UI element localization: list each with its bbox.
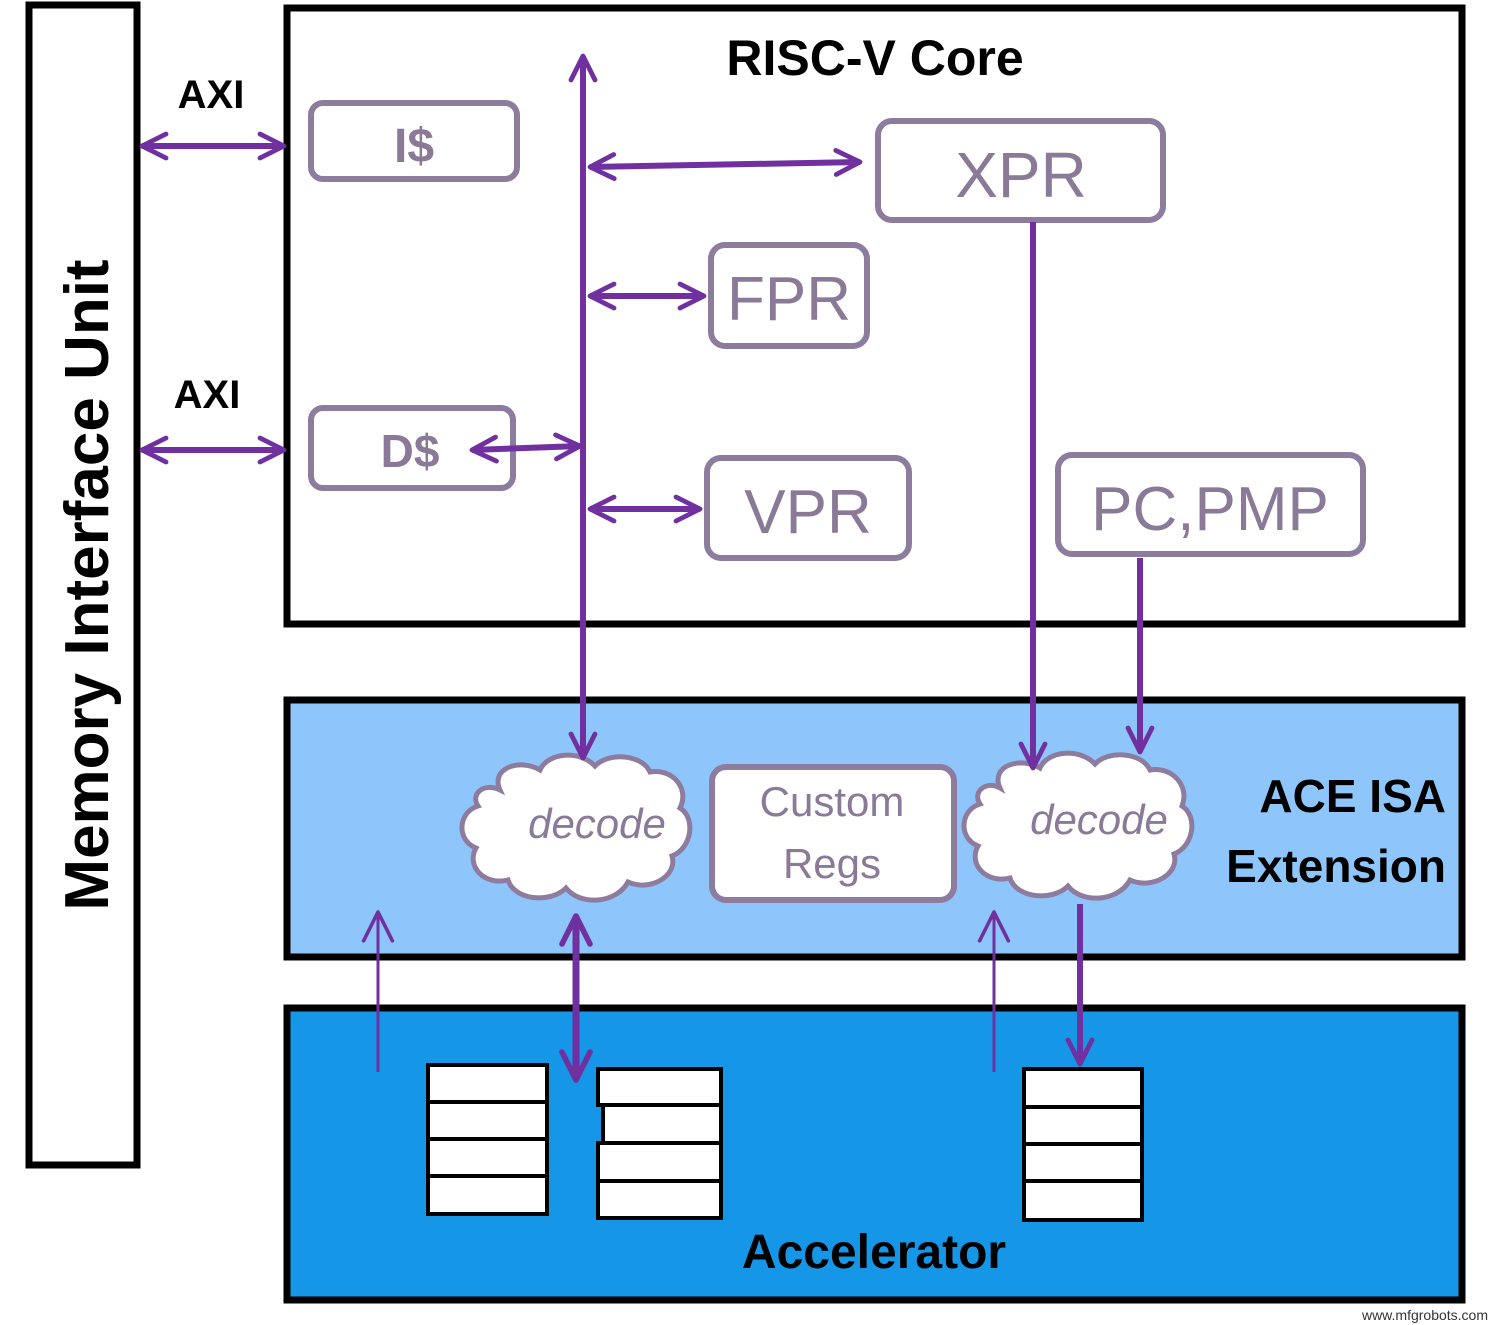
icache-label: I$: [394, 120, 434, 173]
pc-pmp-label: PC,PMP: [1091, 475, 1329, 544]
dcache-box: D$: [308, 405, 516, 491]
custom-regs-line1: Custom: [760, 778, 905, 825]
axi-label-top: AXI: [178, 73, 245, 117]
watermark-text: www.mfgrobots.com: [1361, 1307, 1488, 1323]
icache-box: I$: [308, 100, 520, 182]
ace-isa-extension-block: ACE ISA Extension: [283, 696, 1466, 961]
memory-interface-unit: Memory Interface Unit: [25, 1, 141, 1169]
decode-right-label: decode: [1030, 796, 1168, 843]
memory-interface-unit-label: Memory Interface Unit: [53, 259, 122, 910]
custom-regs-box: Custom Regs: [709, 764, 957, 903]
bus-dcache-arrow: [469, 432, 583, 464]
custom-regs-line2: Regs: [783, 840, 881, 887]
register-stack-2: [596, 1067, 723, 1220]
accelerator-title: Accelerator: [742, 1226, 1006, 1279]
decode-left-label: decode: [528, 800, 666, 847]
dcache-label: D$: [381, 425, 440, 477]
register-stack-1: [426, 1063, 549, 1216]
xpr-box: XPR: [875, 118, 1166, 223]
register-stack-3: [1022, 1067, 1144, 1222]
fpr-label: FPR: [727, 265, 851, 334]
riscv-core-title: RISC-V Core: [726, 30, 1023, 86]
ace-title-line1: ACE ISA: [1259, 770, 1446, 822]
decode-cloud-left: decode: [459, 752, 693, 903]
vpr-label: VPR: [744, 478, 871, 547]
axi-label-bottom: AXI: [174, 373, 241, 417]
ace-title-line2: Extension: [1226, 840, 1446, 892]
vpr-box: VPR: [704, 455, 912, 561]
bus-xpr-arrow: [587, 148, 863, 181]
decode-cloud-right: decode: [961, 750, 1195, 901]
xpr-label: XPR: [955, 139, 1087, 211]
fpr-box: FPR: [708, 242, 870, 349]
pc-pmp-box: PC,PMP: [1055, 452, 1366, 557]
